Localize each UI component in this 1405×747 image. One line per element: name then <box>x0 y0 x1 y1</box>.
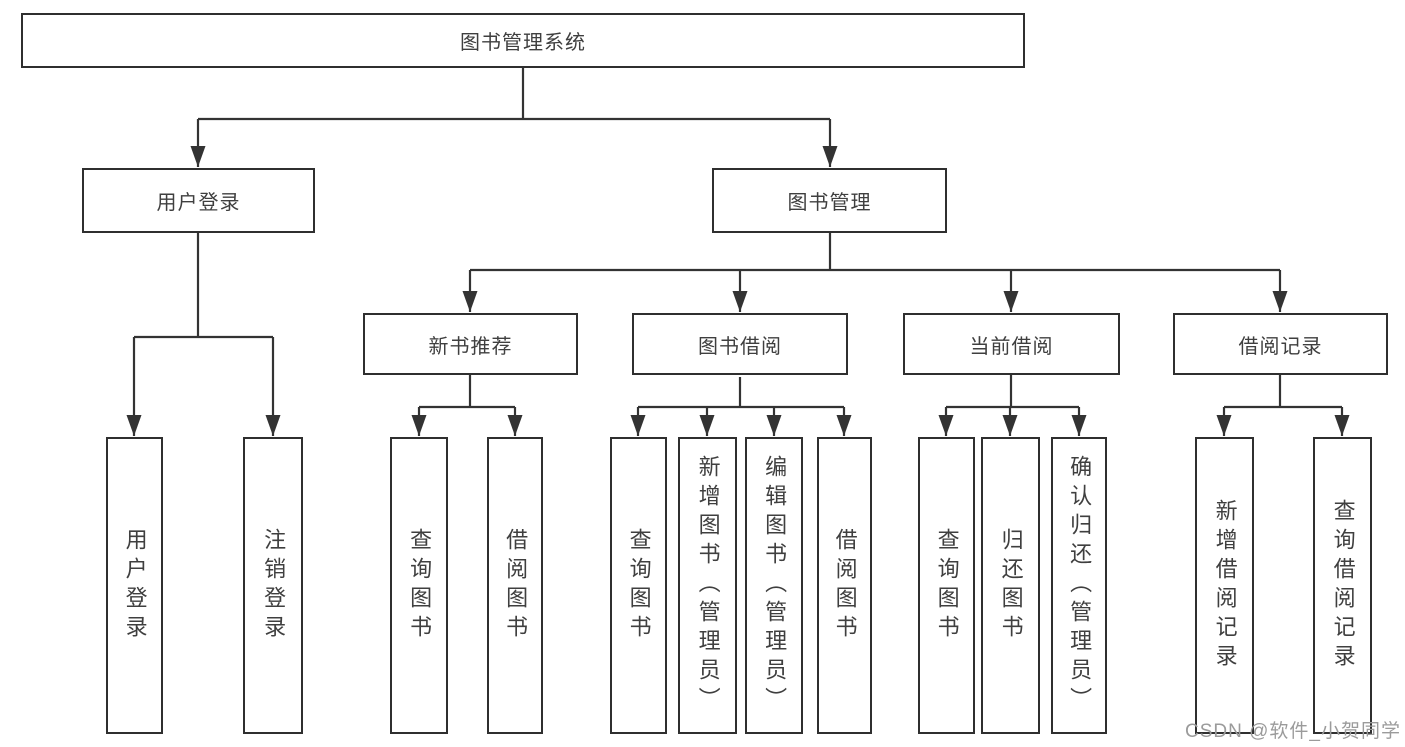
node-current-borrow: 当前借阅 <box>903 313 1120 375</box>
leaf-add-borrow-record: 新增借阅记录 <box>1195 437 1254 734</box>
leaf-edit-books-admin: 编辑图书（管理员） <box>745 437 803 734</box>
leaf-query-books-2: 查询图书 <box>610 437 667 734</box>
leaf-confirm-return-admin-label: 确认归还（管理员） <box>1067 455 1093 716</box>
leaf-return-books: 归还图书 <box>981 437 1040 734</box>
leaf-query-books-3: 查询图书 <box>918 437 975 734</box>
leaf-borrow-books-2: 借阅图书 <box>817 437 872 734</box>
leaf-add-borrow-record-label: 新增借阅记录 <box>1212 498 1238 673</box>
leaf-confirm-return-admin: 确认归还（管理员） <box>1051 437 1107 734</box>
csdn-watermark: CSDN @软件_小贺同学 <box>1185 721 1401 742</box>
node-borrow-records: 借阅记录 <box>1173 313 1388 375</box>
leaf-logout: 注销登录 <box>243 437 303 734</box>
leaf-borrow-books-1-label: 借阅图书 <box>503 527 529 644</box>
leaf-logout-label: 注销登录 <box>261 527 287 644</box>
leaf-borrow-books-1: 借阅图书 <box>487 437 543 734</box>
leaf-add-books-admin-label: 新增图书（管理员） <box>695 455 721 716</box>
node-borrow-records-label: 借阅记录 <box>1238 335 1323 358</box>
leaf-query-books-1: 查询图书 <box>390 437 448 734</box>
leaf-user-login: 用户登录 <box>106 437 163 734</box>
node-user-login: 用户登录 <box>82 168 315 233</box>
leaf-query-books-3-label: 查询图书 <box>934 527 960 644</box>
node-book-borrow: 图书借阅 <box>632 313 848 375</box>
leaf-add-books-admin: 新增图书（管理员） <box>678 437 737 734</box>
node-current-borrow-label: 当前借阅 <box>969 335 1054 358</box>
leaf-query-books-1-label: 查询图书 <box>407 527 433 644</box>
node-book-borrow-label: 图书借阅 <box>698 335 782 358</box>
leaf-return-books-label: 归还图书 <box>998 527 1024 644</box>
root-node-label: 图书管理系统 <box>460 32 586 54</box>
root-node-library-system: 图书管理系统 <box>21 13 1025 68</box>
node-new-book-recommend-label: 新书推荐 <box>428 335 513 358</box>
node-book-management-label: 图书管理 <box>787 192 872 214</box>
node-user-login-label: 用户登录 <box>156 192 241 214</box>
leaf-user-login-label: 用户登录 <box>122 527 148 644</box>
leaf-edit-books-admin-label: 编辑图书（管理员） <box>762 455 788 716</box>
leaf-query-books-2-label: 查询图书 <box>626 527 652 644</box>
node-new-book-recommend: 新书推荐 <box>363 313 578 375</box>
node-book-management: 图书管理 <box>712 168 947 233</box>
leaf-query-borrow-record: 查询借阅记录 <box>1313 437 1372 734</box>
leaf-query-borrow-record-label: 查询借阅记录 <box>1330 498 1356 673</box>
leaf-borrow-books-2-label: 借阅图书 <box>832 527 858 644</box>
